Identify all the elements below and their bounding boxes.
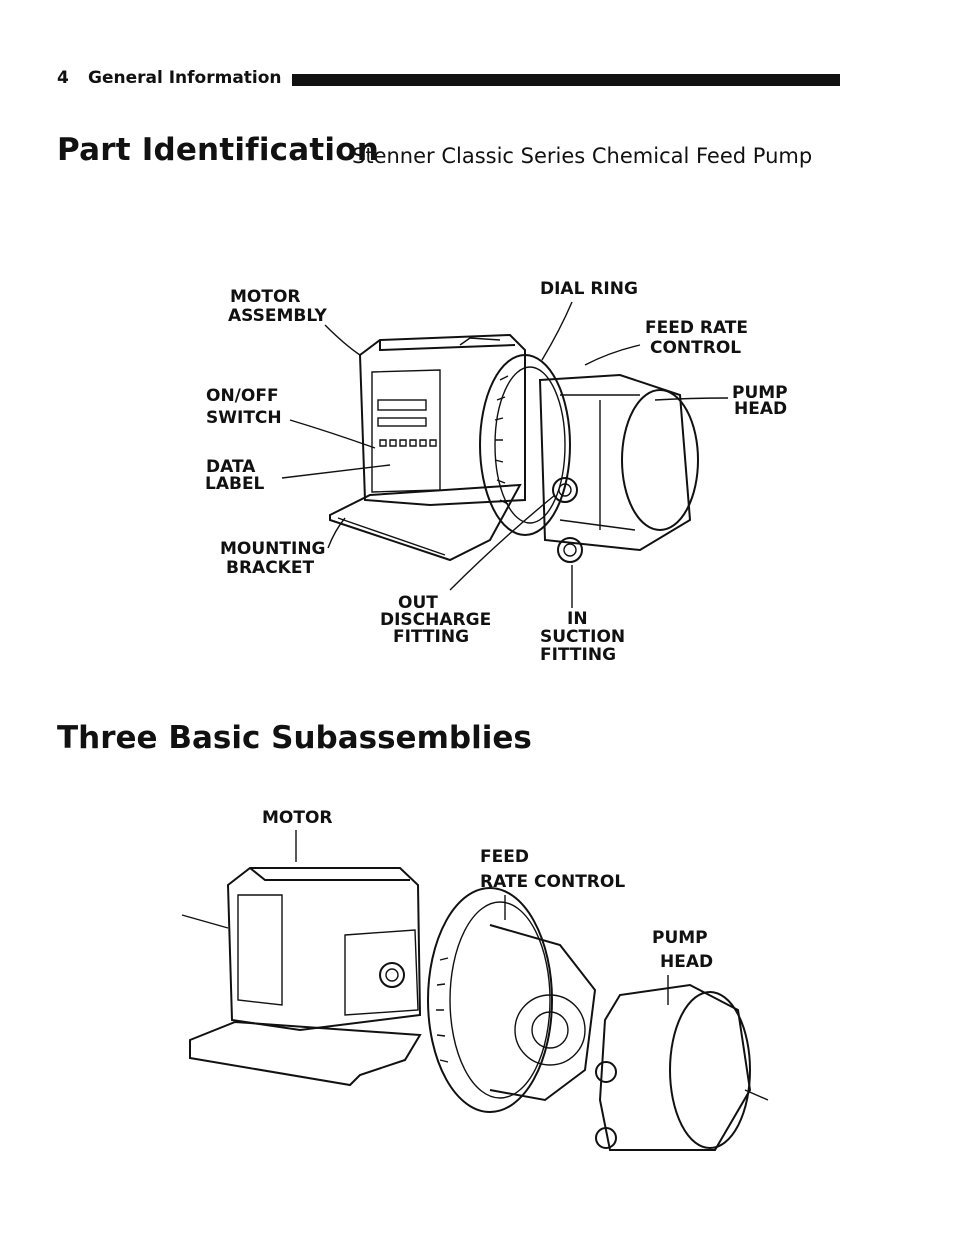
part-identification-subtitle: Stenner Classic Series Chemical Feed Pum…	[352, 144, 813, 168]
label-in-3: FITTING	[540, 645, 616, 665]
label-feed-rate-1: FEED RATE	[645, 318, 748, 338]
label-mounting-1: MOUNTING	[220, 539, 326, 559]
label-out-3: FITTING	[393, 627, 469, 647]
dial-ring-drawing	[479, 354, 571, 536]
label-feed-1: FEED	[480, 847, 529, 867]
label-pump-1: PUMP	[652, 928, 708, 948]
pump-head-drawing	[538, 373, 699, 552]
label-data-1: DATA	[206, 457, 256, 477]
motor-drawing	[181, 867, 422, 1087]
label-pump-head-2: HEAD	[734, 399, 787, 419]
label-pump-2: HEAD	[660, 952, 713, 972]
label-in-1: IN	[567, 609, 588, 629]
label-motor-assembly-1: MOTOR	[230, 287, 301, 307]
header-rule	[292, 74, 840, 86]
leader-mounting	[327, 517, 346, 549]
suction-fitting-drawing	[557, 537, 583, 563]
label-pump-head-1: PUMP	[732, 383, 788, 403]
subassemblies-illustration: MOTOR FEED RATE CONTROL PUMP HEAD	[181, 808, 769, 1151]
label-out-1: OUT	[398, 593, 438, 613]
leader-pump-head	[654, 397, 729, 401]
leader-on-off	[289, 419, 376, 449]
label-data-2: LABEL	[205, 474, 265, 494]
part-identification-title: Part Identification	[57, 132, 379, 168]
label-feed-2: RATE CONTROL	[480, 872, 625, 892]
label-in-2: SUCTION	[540, 627, 625, 647]
leader-data-label	[281, 464, 391, 479]
pump-head-exploded-drawing	[595, 983, 769, 1151]
assembled-pump-illustration: MOTOR ASSEMBLY DIAL RING FEED RATE CONTR…	[205, 279, 788, 665]
leader-motor-assembly	[324, 324, 361, 356]
leader-dial-ring	[541, 301, 573, 361]
subassemblies-title: Three Basic Subassemblies	[57, 720, 532, 756]
label-motor: MOTOR	[262, 808, 333, 828]
label-dial-ring: DIAL RING	[540, 279, 638, 299]
motor-assembly-drawing	[358, 333, 526, 507]
feed-rate-control-drawing	[427, 887, 597, 1113]
label-on-off-1: ON/OFF	[206, 386, 279, 406]
section-title: General Information	[88, 68, 282, 88]
page-number: 4	[57, 68, 69, 88]
leader-feed-rate	[584, 344, 641, 366]
label-out-2: DISCHARGE	[380, 610, 491, 630]
mounting-bracket-drawing	[329, 483, 522, 562]
label-on-off-2: SWITCH	[206, 408, 282, 428]
label-feed-rate-2: CONTROL	[650, 338, 741, 358]
label-motor-assembly-2: ASSEMBLY	[228, 306, 328, 326]
leader-discharge	[449, 494, 556, 591]
discharge-fitting-drawing	[552, 477, 578, 503]
label-mounting-2: BRACKET	[226, 558, 314, 578]
